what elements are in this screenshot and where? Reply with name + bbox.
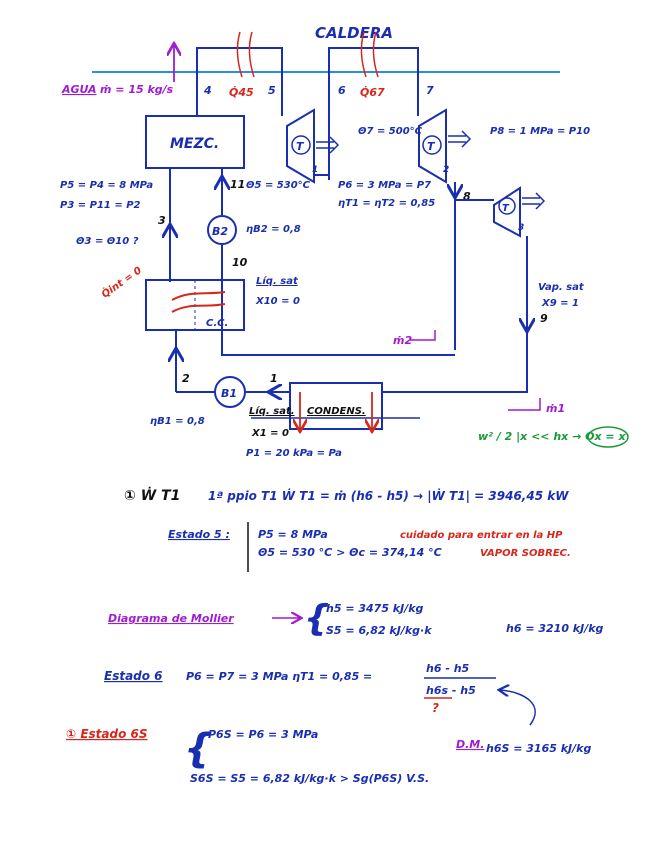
state-3: 3 (158, 214, 166, 227)
turbine-3-symbol (498, 197, 516, 215)
turbine-3-number: 3 (518, 223, 524, 233)
estado6s-brace: { (184, 726, 212, 772)
mixer-label: MEZC. (170, 136, 219, 152)
turbine-1-letter: T (296, 140, 305, 153)
state-8: 8 (463, 190, 471, 203)
p5-label: P5 = P4 = 8 MPa (60, 180, 153, 191)
state-7: 7 (426, 84, 434, 97)
q-int-label: Q̇int = 0 (99, 264, 144, 301)
estado6s-label: ① Estado 6S (66, 727, 148, 741)
mollier-label: Diagrama de Mollier (108, 612, 234, 625)
turbine-2-work-arrow (448, 130, 472, 148)
turbine-1-symbol (291, 135, 311, 155)
estado6-curved-arrow (500, 690, 536, 726)
h5-value: h5 = 3475 kJ/kg (326, 602, 424, 615)
first-law-line: 1ª ppio T1 Ẇ T1 = ṁ (h6 - h5) → |Ẇ T1| =… (208, 488, 569, 503)
pump-b1-label: B1 (221, 387, 237, 400)
kinetic-energy-note: w² / 2 |x << hx → Ox = x (478, 430, 626, 443)
x10-label: X10 = 0 (255, 296, 300, 307)
pump-b2-label: B2 (212, 225, 228, 238)
mollier-brace: { (304, 598, 330, 639)
agua-label: AGUA (61, 83, 97, 96)
heat-arrow-q67 (360, 31, 379, 78)
turbine-2-number: 2 (443, 165, 449, 175)
eta-b2-label: ηB2 = 0,8 (246, 224, 301, 235)
turbine-2 (418, 108, 447, 184)
turbine-1 (286, 108, 315, 184)
state-6: 6 (338, 84, 346, 97)
pump-b2 (207, 215, 237, 245)
agua-flow-label: ṁ = 15 kg/s (100, 83, 174, 96)
estado6-question: ? (432, 701, 439, 715)
mixer-box (145, 115, 245, 169)
estado5-label: Estado 5 : (168, 528, 230, 541)
m1-arrow (508, 398, 541, 411)
state-9: 9 (540, 312, 548, 325)
e6s-pressure: P6S = P6 = 3 MPa (208, 728, 318, 741)
m2-label: ṁ2 (393, 334, 412, 347)
state-1: 1 (270, 372, 278, 385)
p3-label: P3 = P11 = P2 (60, 200, 141, 211)
h6-value: h6 = 3210 kJ/kg (506, 622, 604, 635)
turbine-3-work-arrow (522, 192, 546, 210)
q45-label: Q̇45 (229, 86, 254, 99)
kinetic-note-circle (587, 426, 629, 448)
e6s-entropy: S6S = S5 = 6,82 kJ/kg·k > Sg(P6S) V.S. (190, 772, 429, 785)
s5-value: S5 = 6,82 kJ/kg·k (326, 624, 432, 637)
estado6-line: P6 = P7 = 3 MPa ηT1 = 0,85 = (186, 670, 372, 683)
closed-heater-coil (171, 291, 226, 313)
eta-b1-label: ηB1 = 0,8 (150, 416, 205, 427)
turbine-1-work-arrow (316, 136, 340, 154)
e5-note: cuidado para entrar en la HP (400, 530, 563, 541)
caldera-label: CALDERA (315, 24, 393, 42)
turbine-2-letter: T (427, 140, 436, 153)
h6s-value: h6S = 3165 kJ/kg (486, 742, 591, 755)
m2-arrow (410, 330, 436, 341)
vapor-sobrec: VAPOR SOBREC. (480, 548, 571, 559)
state-2: 2 (182, 372, 190, 385)
e5-pressure: P5 = 8 MPa (258, 528, 328, 541)
estado6-numerator: h6 - h5 (426, 662, 470, 675)
turbine-1-number: 1 (312, 165, 318, 175)
estado6-label: Estado 6 (104, 669, 163, 683)
estado6-denominator: h6s - h5 (426, 684, 476, 697)
dm-label: D.M. (456, 738, 484, 751)
turbine-3-letter: T (502, 203, 510, 214)
heat-arrow-q45 (236, 31, 255, 78)
item-1-label: ① Ẇ T1 (124, 487, 180, 504)
p8-label: P8 = 1 MPa = P10 (490, 126, 590, 137)
pump-b1 (214, 376, 246, 408)
state-11: 11 (230, 178, 245, 191)
q67-label: Q̇67 (360, 86, 385, 99)
liq-sat-1-label: Líq. sat. (249, 405, 295, 417)
state-10: 10 (232, 256, 248, 269)
boiler-pass-1 (196, 47, 419, 116)
closed-heater-label: C.C. (206, 318, 228, 329)
condenser-box (289, 382, 383, 430)
eta-t-label: ηT1 = ηT2 = 0,85 (338, 198, 435, 209)
x9-label: X9 = 1 (541, 298, 579, 309)
e5-temp: Θ5 = 530 °C > Θc = 374,14 °C (258, 546, 442, 559)
condenser-label: CONDENS. (307, 406, 366, 417)
turbine-3 (493, 186, 521, 238)
m1-label: ṁ1 (546, 402, 565, 415)
theta3-label: Θ3 = Θ10 ? (76, 236, 139, 247)
state-5: 5 (268, 84, 276, 97)
p1-label: P1 = 20 kPa = Pa (246, 448, 342, 459)
turbine-2-symbol (422, 135, 442, 155)
theta5-label: Θ5 = 530°C (246, 180, 311, 191)
vap-sat-label: Vap. sat (538, 282, 585, 293)
x1-label: X1 = 0 (251, 428, 289, 439)
theta7-label: Θ7 = 500°C (358, 126, 423, 137)
liq-sat-10-label: Líq. sat (256, 275, 299, 287)
state-4: 4 (203, 84, 212, 97)
p6-label: P6 = 3 MPa = P7 (338, 180, 431, 191)
piping (169, 116, 528, 393)
